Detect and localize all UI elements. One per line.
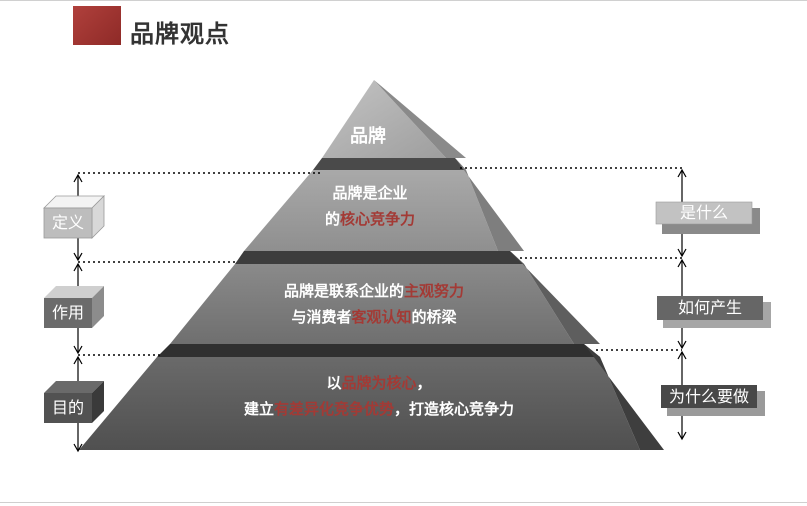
pyramid-band-2 <box>235 251 524 264</box>
title-accent-square <box>73 6 121 45</box>
tier3-line2: 建立有差异化竞争优势，打造核心竞争力 <box>243 400 515 418</box>
right-label-box-3 <box>661 385 765 416</box>
tier2-line1: 品牌是联系企业的主观努力 <box>283 282 465 300</box>
apex-label: 品牌 <box>350 126 386 147</box>
left-label-box-2 <box>44 286 104 328</box>
pyramid-band-1 <box>313 158 466 170</box>
tier3-highlight-1: 品牌为核心 <box>341 374 417 392</box>
pyramid-tier-1 <box>244 170 498 251</box>
right-label-why: 为什么要做 <box>668 387 749 406</box>
tier1-line2: 的核心竞争力 <box>324 210 416 228</box>
tier2-highlight-2: 客观认知 <box>351 308 412 326</box>
tier3-line1: 以品牌为核心， <box>326 374 432 392</box>
left-label-purpose: 目的 <box>51 398 84 417</box>
tier2-text: 品牌是联系企业的主观努力 与消费者客观认知的桥梁 <box>252 278 496 330</box>
pyramid-band-3 <box>157 344 600 357</box>
right-label-how: 如何产生 <box>677 298 742 317</box>
page-title: 品牌观点 <box>130 20 230 48</box>
tier2-line2: 与消费者客观认知的桥梁 <box>291 308 457 326</box>
tier1-text: 品牌是企业 的核心竞争力 <box>290 180 450 232</box>
right-label-box-1 <box>655 201 760 234</box>
left-label-box-1 <box>43 195 105 239</box>
pyramid-tier-3 <box>79 357 640 450</box>
pyramid-apex-side <box>374 80 466 158</box>
tier1-highlight: 核心竞争力 <box>340 210 416 228</box>
tier3-text: 以品牌为核心， 建立有差异化竞争优势，打造核心竞争力 <box>214 370 544 422</box>
pyramid-tier-2 <box>170 264 574 344</box>
left-label-function: 作用 <box>51 303 84 322</box>
bottom-divider <box>0 502 807 503</box>
tier3-highlight-2: 有差异化竞争优势 <box>273 400 394 418</box>
tier1-line1: 品牌是企业 <box>332 184 408 202</box>
left-label-box-3 <box>44 381 104 423</box>
left-label-definition: 定义 <box>51 213 84 232</box>
pyramid-tier-1-side <box>455 158 524 251</box>
pyramid-tier-3-side <box>584 344 664 450</box>
pyramid-tier-2-side <box>510 251 600 344</box>
right-label-what: 是什么 <box>679 203 728 222</box>
top-divider <box>0 0 807 1</box>
right-label-box-2 <box>657 296 771 328</box>
tier2-highlight-1: 主观努力 <box>404 282 465 300</box>
pyramid-apex <box>322 80 446 158</box>
